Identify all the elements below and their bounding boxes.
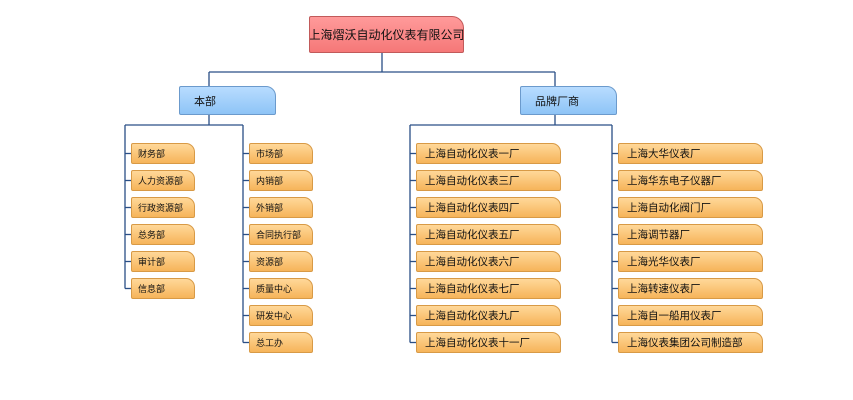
- org-unit-box[interactable]: 市场部: [249, 143, 313, 164]
- group-brand-makers-box[interactable]: 品牌厂商: [520, 86, 617, 115]
- org-unit-box[interactable]: 人力资源部: [131, 170, 195, 191]
- org-unit-box[interactable]: 上海自动化仪表五厂: [416, 224, 561, 245]
- org-unit-box[interactable]: 质量中心: [249, 278, 313, 299]
- org-unit-box[interactable]: 财务部: [131, 143, 195, 164]
- org-unit-box[interactable]: 行政资源部: [131, 197, 195, 218]
- org-unit-label: 信息部: [138, 285, 166, 295]
- org-unit-box[interactable]: 上海自动化仪表三厂: [416, 170, 561, 191]
- org-unit-box[interactable]: 上海仪表集团公司制造部: [618, 332, 763, 353]
- org-unit-label: 上海自动化仪表六厂: [425, 256, 520, 268]
- org-unit-box[interactable]: 上海自动化阀门厂: [618, 197, 763, 218]
- org-unit-label: 质量中心: [256, 285, 293, 295]
- org-unit-box[interactable]: 内销部: [249, 170, 313, 191]
- org-unit-box[interactable]: 上海调节器厂: [618, 224, 763, 245]
- org-unit-label: 上海自动化仪表三厂: [425, 175, 520, 187]
- org-unit-box[interactable]: 上海自动化仪表九厂: [416, 305, 561, 326]
- org-unit-label: 总务部: [138, 231, 166, 241]
- org-unit-box[interactable]: 上海自动化仪表一厂: [416, 143, 561, 164]
- root-company-box[interactable]: 上海熠沃自动化仪表有限公司: [309, 16, 464, 53]
- org-unit-label: 上海华东电子仪器厂: [627, 175, 722, 187]
- org-unit-box[interactable]: 总务部: [131, 224, 195, 245]
- org-unit-label: 外销部: [256, 204, 284, 214]
- org-unit-label: 市场部: [256, 150, 284, 160]
- org-unit-label: 审计部: [138, 258, 166, 268]
- org-unit-label: 资源部: [256, 258, 284, 268]
- org-unit-box[interactable]: 上海自动化仪表十一厂: [416, 332, 561, 353]
- org-unit-box[interactable]: 研发中心: [249, 305, 313, 326]
- org-unit-label: 上海自动化仪表七厂: [425, 283, 520, 295]
- org-unit-label: 上海自动化仪表五厂: [425, 229, 520, 241]
- org-unit-label: 上海仪表集团公司制造部: [627, 337, 743, 349]
- org-unit-box[interactable]: 上海自动化仪表六厂: [416, 251, 561, 272]
- org-unit-label: 总工办: [256, 339, 284, 349]
- org-unit-label: 上海自动化仪表十一厂: [425, 337, 530, 349]
- org-unit-box[interactable]: 上海转速仪表厂: [618, 278, 763, 299]
- org-unit-label: 上海大华仪表厂: [627, 148, 701, 160]
- org-unit-label: 上海自一船用仪表厂: [627, 310, 722, 322]
- org-unit-label: 上海自动化仪表一厂: [425, 148, 520, 160]
- root-company-label: 上海熠沃自动化仪表有限公司: [309, 28, 464, 42]
- org-unit-label: 上海转速仪表厂: [627, 283, 701, 295]
- group-brand-makers-label: 品牌厂商: [535, 94, 579, 108]
- org-unit-box[interactable]: 上海自动化仪表四厂: [416, 197, 561, 218]
- org-unit-box[interactable]: 资源部: [249, 251, 313, 272]
- org-unit-label: 上海光华仪表厂: [627, 256, 701, 268]
- org-unit-box[interactable]: 信息部: [131, 278, 195, 299]
- org-unit-box[interactable]: 审计部: [131, 251, 195, 272]
- org-unit-label: 财务部: [138, 150, 166, 160]
- org-unit-label: 上海自动化阀门厂: [627, 202, 711, 214]
- org-unit-box[interactable]: 总工办: [249, 332, 313, 353]
- org-unit-box[interactable]: 上海光华仪表厂: [618, 251, 763, 272]
- org-unit-label: 合同执行部: [256, 231, 302, 241]
- org-unit-label: 内销部: [256, 177, 284, 187]
- org-unit-label: 上海自动化仪表九厂: [425, 310, 520, 322]
- org-unit-label: 人力资源部: [138, 177, 184, 187]
- group-headquarters-box[interactable]: 本部: [179, 86, 276, 115]
- org-unit-box[interactable]: 外销部: [249, 197, 313, 218]
- org-unit-box[interactable]: 上海大华仪表厂: [618, 143, 763, 164]
- group-headquarters-label: 本部: [194, 94, 216, 108]
- org-unit-label: 研发中心: [256, 312, 293, 322]
- org-unit-label: 行政资源部: [138, 204, 184, 214]
- org-unit-box[interactable]: 上海自动化仪表七厂: [416, 278, 561, 299]
- org-unit-box[interactable]: 上海华东电子仪器厂: [618, 170, 763, 191]
- org-unit-label: 上海调节器厂: [627, 229, 690, 241]
- org-unit-label: 上海自动化仪表四厂: [425, 202, 520, 214]
- org-unit-box[interactable]: 合同执行部: [249, 224, 313, 245]
- org-unit-box[interactable]: 上海自一船用仪表厂: [618, 305, 763, 326]
